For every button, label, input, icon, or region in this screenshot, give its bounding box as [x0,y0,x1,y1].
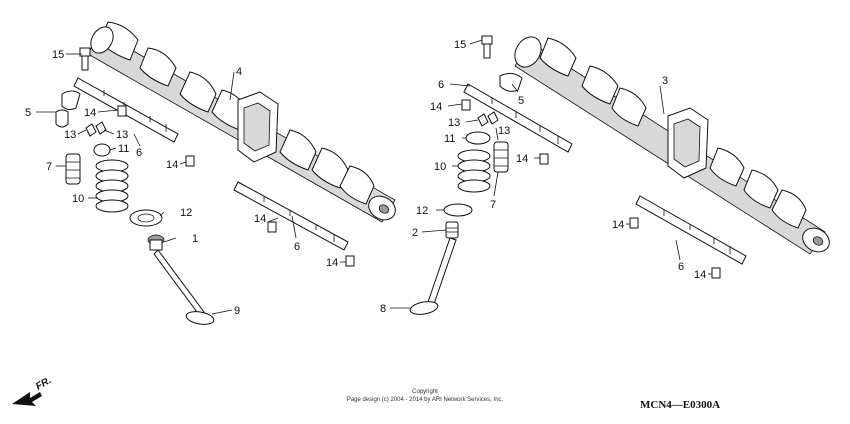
callout-6-right-a: 6 [438,79,444,91]
bolt-15-right[interactable] [481,35,493,59]
valve-cotter-13a[interactable] [85,123,97,137]
callout-1: 1 [192,233,198,245]
dowel-pin-14e[interactable] [461,99,471,111]
callout-labels: 15 4 5 14 13 13 11 6 14 7 10 12 1 14 6 1… [25,39,706,317]
callout-13-right-a: 13 [448,117,460,129]
dowel-pin-14a[interactable] [117,105,127,117]
callout-3: 3 [662,75,668,87]
callout-14-left-c: 14 [254,213,266,225]
callout-5-left: 5 [25,107,31,119]
spring-retainer-11[interactable] [93,143,111,157]
callout-14-left-b: 14 [166,159,178,171]
cam-guide-plate-left-lower[interactable] [233,181,349,251]
dowel-pin-14h[interactable] [711,267,721,279]
callout-13-left-a: 13 [64,129,76,141]
fr-label: FR. [34,375,53,393]
dowel-pin-14f[interactable] [539,153,549,165]
callout-2: 2 [412,227,418,239]
callout-8: 8 [380,303,386,315]
stem-seal-2[interactable] [445,221,459,239]
valve-spring-10r[interactable] [457,149,491,193]
callout-14-left-a: 14 [84,107,96,119]
callout-11-left: 11 [118,143,129,155]
camshaft-right[interactable] [510,32,834,256]
callout-10-left: 10 [72,193,84,205]
leader-lines [36,39,712,315]
callout-13-right-b: 13 [498,125,510,137]
valve-spring-10[interactable] [95,159,129,213]
stem-seal-1[interactable] [147,234,165,251]
dowel-pin-14d[interactable] [345,255,355,267]
callout-14-right-a: 14 [430,101,442,113]
callout-6-left-b: 6 [294,241,300,253]
callout-6-left-a: 6 [136,147,142,159]
bolt-15-left[interactable] [79,47,91,71]
callout-15-right: 15 [454,39,466,51]
callout-5-right: 5 [518,95,524,107]
callout-7-right: 7 [490,199,496,211]
callout-13-left-b: 13 [116,129,128,141]
callout-10-right: 10 [434,161,446,173]
lash-adjuster-7r[interactable] [493,141,509,173]
callout-6-right-b: 6 [678,261,684,273]
valve-cotter-13d[interactable] [487,111,499,125]
callout-12-left: 12 [180,207,192,219]
callout-12-right: 12 [416,205,428,217]
callout-14-right-c: 14 [612,219,624,231]
cam-guide-plate-right-upper[interactable] [463,83,573,153]
direction-arrow-icon [12,392,42,406]
valve-9[interactable] [153,249,215,326]
diagram-code: MCN4—E0300A [640,399,720,411]
fr-direction-marker: FR. [12,375,53,406]
callout-14-left-d: 14 [326,257,338,269]
spring-seat-12[interactable] [129,209,163,227]
callout-14-right-d: 14 [694,269,706,281]
rocker-arm-right[interactable] [499,72,523,92]
copyright-line-1: Copyright [412,389,438,395]
callout-11-right: 11 [444,133,455,145]
valve-cotter-13b[interactable] [95,121,107,135]
valve-cotter-13c[interactable] [477,113,489,127]
spring-retainer-11r[interactable] [465,131,491,145]
copyright-line-2: Page design (c) 2004 - 2014 by ARI Netwo… [347,397,504,403]
callout-9: 9 [234,305,240,317]
dowel-pin-14c[interactable] [267,221,277,233]
callout-7-left: 7 [46,161,52,173]
cam-guide-plate-right-lower[interactable] [635,195,747,265]
lash-adjuster-7[interactable] [65,153,81,185]
callout-15-left: 15 [52,49,64,61]
spring-seat-12r[interactable] [443,203,473,217]
dowel-pin-14b[interactable] [185,155,195,167]
valve-8[interactable] [409,237,457,316]
callout-4: 4 [236,66,242,78]
dowel-pin-14g[interactable] [629,217,639,229]
camshaft-left[interactable] [86,21,399,225]
rocker-arm-left[interactable] [55,90,81,128]
callout-14-right-b: 14 [516,153,528,165]
